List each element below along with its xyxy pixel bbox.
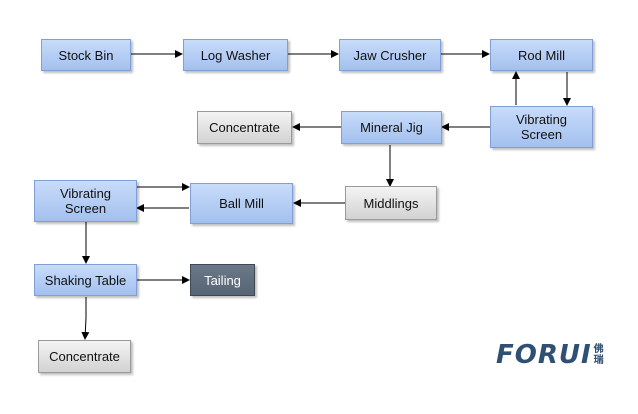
logo-chinese-mark: 佛 瑞	[594, 344, 604, 366]
logo-cn-bottom: 瑞	[593, 355, 604, 366]
shaking-table-node: Shaking Table	[34, 264, 137, 296]
jaw-crusher-node: Jaw Crusher	[339, 39, 441, 71]
logo-wordmark: FORUI	[496, 340, 592, 370]
vibrating-screen-node-lower: Vibrating Screen	[34, 180, 137, 222]
ball-mill-node: Ball Mill	[190, 183, 293, 224]
forui-logo: FORUI 佛 瑞	[496, 338, 604, 372]
logo-cn-top: 佛	[593, 344, 604, 355]
tailing-node: Tailing	[190, 264, 255, 296]
mineral-jig-node: Mineral Jig	[341, 111, 442, 144]
arrow-shakingtable-concentrate	[81, 297, 90, 340]
log-washer-node: Log Washer	[183, 39, 288, 71]
vibrating-screen-node-upper: Vibrating Screen	[490, 106, 593, 148]
concentrate-node-upper: Concentrate	[197, 111, 292, 144]
concentrate-node-lower: Concentrate	[38, 340, 131, 373]
rod-mill-node: Rod Mill	[490, 39, 593, 71]
stock-bin-node: Stock Bin	[41, 39, 131, 71]
middlings-node: Middlings	[345, 186, 437, 220]
